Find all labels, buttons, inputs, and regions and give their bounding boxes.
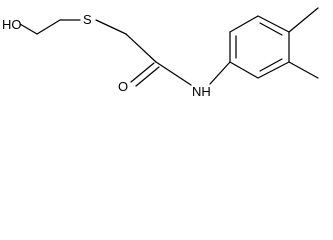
bond-o-c1 <box>19 23 38 35</box>
hydroxyl-label: HO <box>2 17 22 32</box>
ring-inner-bond-3 <box>259 58 283 72</box>
bond-c4-n <box>155 61 192 86</box>
ring-bond-3 <box>257 15 290 33</box>
bond-layer <box>19 7 319 87</box>
bond-ring-methyl-bottom <box>288 61 319 79</box>
bond-ring-methyl-top <box>288 7 319 33</box>
label-layer: HO S O NH <box>2 12 211 99</box>
bond-c1-c2 <box>36 19 61 35</box>
ring-bond-5 <box>257 61 290 79</box>
structure-canvas: HO S O NH <box>0 0 333 107</box>
amide-nh-label: NH <box>192 84 211 99</box>
bond-carbonyl-a <box>130 62 155 83</box>
bond-carbonyl-b <box>135 66 160 87</box>
ring-bond-6 <box>229 61 259 79</box>
sulfur-label: S <box>83 12 92 27</box>
ring-inner-bond-2 <box>259 22 283 36</box>
bond-c3-c4 <box>125 33 157 63</box>
carbonyl-oxygen-label: O <box>118 79 128 94</box>
bond-n-ring <box>209 61 231 85</box>
molecule-structure: HO S O NH <box>2 7 319 99</box>
bond-s-c3 <box>95 19 127 35</box>
ring-bond-2 <box>229 15 259 33</box>
